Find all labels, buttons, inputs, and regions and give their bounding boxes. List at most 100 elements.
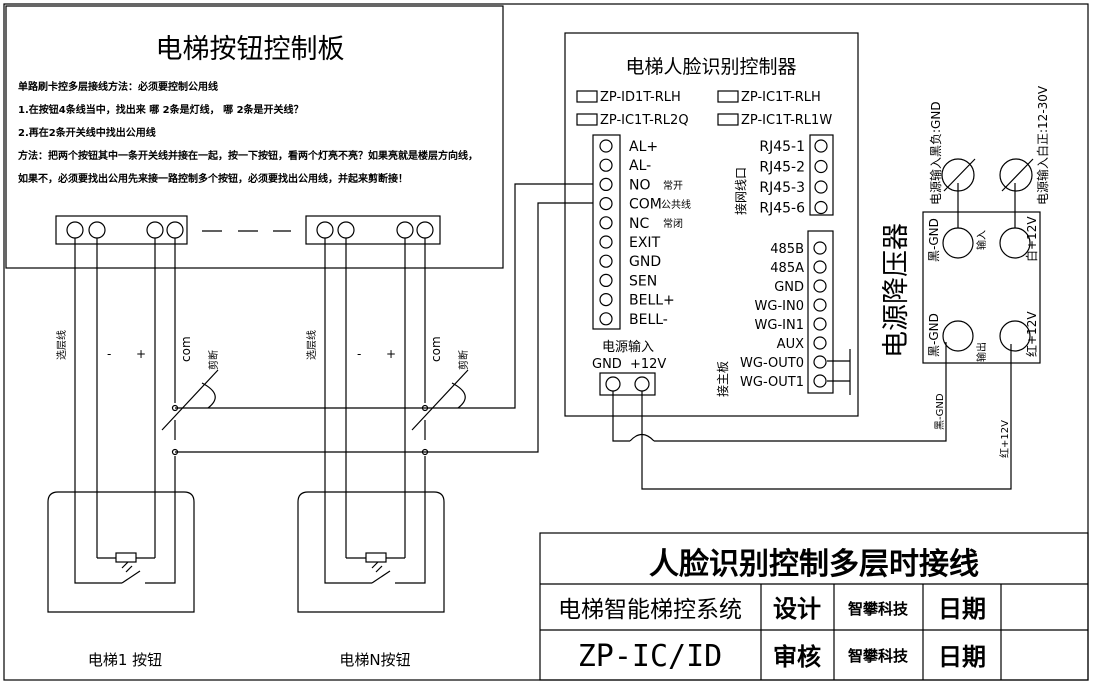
- review-label: 审核: [773, 643, 821, 671]
- red-12v-out: 红+12V: [1024, 311, 1039, 357]
- terminal-label-no: NO: [629, 177, 651, 193]
- terminal-rj45-2: [814, 159, 828, 174]
- terminal-label-al: AL-: [629, 158, 651, 174]
- terminal-wg-in0: [813, 298, 827, 312]
- black-gnd-out: 黑-GND: [927, 313, 941, 357]
- buttonN-label: 电梯N按钮: [339, 651, 410, 669]
- terminal-bell: [599, 312, 613, 326]
- button-panel-box: [5, 5, 504, 269]
- power-input-label: 电源输入: [602, 339, 654, 355]
- terminal-al: [599, 158, 613, 172]
- terminal-label-gnd: GND: [629, 254, 661, 270]
- wire-black-gnd: 黑-GND: [934, 393, 946, 430]
- plus-label-1: +: [136, 347, 146, 361]
- power-12v-label: +12V: [630, 357, 666, 372]
- terminal-label-rj45-3: RJ45-3: [759, 180, 805, 196]
- note-no: 常开: [663, 179, 683, 192]
- terminal-485b: [813, 241, 827, 255]
- minus-label-1: -: [107, 347, 111, 361]
- plus-label-n: +: [386, 347, 396, 361]
- terminal-no: [599, 177, 613, 191]
- note-line-5: 如果不，必须要找出公用先来接一路控制多个按钮，必须要找出公用线，并起来剪断接！: [18, 172, 408, 185]
- terminal-label-aux: AUX: [777, 337, 804, 352]
- transformer-label: 电源降压器: [881, 223, 912, 358]
- model-2: ZP-IC1T-RLH: [741, 90, 821, 105]
- transformer-box: [922, 211, 1041, 364]
- terminal-bell: [599, 293, 613, 307]
- buttonN-body: [297, 491, 445, 613]
- floor-wire-label-1: 选层线: [55, 330, 68, 360]
- terminal-rj45-1: [814, 139, 828, 153]
- ac-in-black: 电源输入黑负:GND: [928, 101, 943, 205]
- terminal-label-wg-out1: WG-OUT1: [740, 375, 804, 390]
- terminal-label-rj45-6: RJ45-6: [759, 201, 805, 217]
- white-12v-in: 白+12V: [1024, 216, 1039, 262]
- controller-title: 电梯人脸识别控制器: [625, 56, 796, 78]
- terminal-label-bell: BELL+: [629, 293, 675, 309]
- company-1: 智攀科技: [848, 600, 909, 618]
- terminal-label-gnd: GND: [774, 280, 804, 295]
- cut-label-1: 剪断: [207, 350, 220, 370]
- buttonN-terminal-block: [305, 215, 441, 245]
- floor-wire-label-n: 选层线: [305, 330, 318, 360]
- terminal-label-com: COM: [629, 197, 662, 213]
- terminal-rj45-6: [814, 200, 828, 215]
- terminal-nc: [599, 216, 613, 230]
- terminal-wg-out0: [813, 355, 827, 369]
- terminal-label-485b: 485B: [770, 242, 804, 257]
- terminal-label-rj45-2: RJ45-2: [759, 160, 805, 176]
- face-controller-box: [564, 32, 859, 417]
- terminal-gnd: [599, 254, 613, 268]
- minus-label-n: -: [357, 347, 361, 361]
- black-gnd-in: 黑-GND: [927, 218, 941, 262]
- terminal-rj45-3: [814, 180, 828, 194]
- terminal-gnd: [813, 279, 827, 293]
- terminal-485a: [813, 260, 827, 274]
- output-label: 输出: [975, 342, 988, 362]
- right-terminal-strip: [807, 230, 834, 394]
- terminal-wg-in1: [813, 317, 827, 331]
- terminal-sen: [599, 273, 613, 287]
- button1-body: [47, 491, 195, 613]
- terminal-label-exit: EXIT: [629, 235, 661, 251]
- model-4: ZP-IC1T-RL1W: [741, 113, 832, 128]
- panel-title: 电梯按钮控制板: [156, 34, 345, 65]
- terminal-label-bell: BELL-: [629, 312, 668, 328]
- note-line-4: 方法：把两个按钮其中一条开关线并接在一起，按一下按钮，看两个灯亮不亮？如果亮就是…: [18, 149, 478, 162]
- terminal-label-wg-in0: WG-IN0: [755, 299, 804, 314]
- network-port-label: 接网线口: [733, 167, 748, 215]
- terminal-wg-out1: [813, 374, 827, 388]
- button1-label: 电梯1 按钮: [88, 651, 162, 669]
- note-com: 公共线: [661, 198, 691, 211]
- main-board-label: 接主板: [715, 361, 730, 397]
- com-label-1: com: [179, 336, 193, 362]
- date-label-1: 日期: [938, 595, 986, 623]
- wire-red-12v: 红+12V: [998, 420, 1011, 458]
- model-code: ZP-IC/ID: [578, 639, 723, 674]
- design-label: 设计: [773, 595, 821, 623]
- model-1: ZP-ID1T-RLH: [600, 90, 681, 105]
- terminal-label-sen: SEN: [629, 273, 657, 289]
- terminal-label-485a: 485A: [770, 261, 804, 276]
- date-label-2: 日期: [938, 643, 986, 671]
- left-terminal-strip: [592, 134, 621, 330]
- terminal-exit: [599, 235, 613, 249]
- com-label-n: com: [429, 336, 443, 362]
- terminal-com: [599, 197, 613, 211]
- terminal-label-al: AL+: [629, 139, 658, 155]
- company-2: 智攀科技: [848, 647, 909, 665]
- note-nc: 常闭: [663, 217, 683, 230]
- note-line-1: 单路刷卡控多层接线方法：必须要控制公用线: [18, 80, 218, 93]
- rj45-terminal-strip: [809, 134, 834, 216]
- title-block: [539, 532, 1089, 681]
- terminal-label-wg-out0: WG-OUT0: [740, 356, 804, 371]
- terminal-al: [599, 139, 613, 153]
- power-gnd-label: GND: [592, 357, 622, 372]
- terminal-label-rj45-1: RJ45-1: [759, 139, 805, 155]
- input-label: 输入: [975, 230, 988, 250]
- terminal-label-wg-in1: WG-IN1: [755, 318, 804, 333]
- title-block-title: 人脸识别控制多层时接线: [649, 547, 979, 582]
- ac-in-white: 电源输入白正:12-30V: [1035, 85, 1050, 205]
- power-input-block: [599, 372, 656, 396]
